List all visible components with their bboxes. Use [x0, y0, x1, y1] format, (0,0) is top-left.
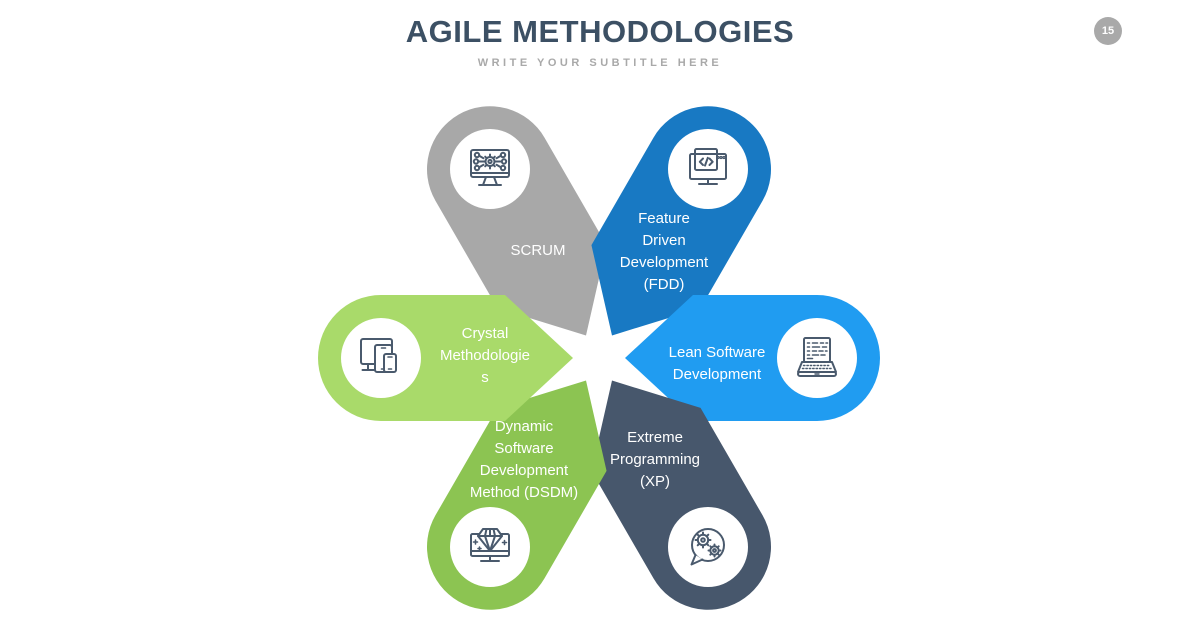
petal-label-scrum: SCRUM: [510, 242, 566, 259]
petal-label-fdd: Feature Driven Development (FDD): [619, 210, 709, 293]
chat-gears-icon: [690, 528, 725, 566]
page-number-badge: 15: [1094, 17, 1122, 45]
page-title: AGILE METHODOLOGIES: [405, 14, 795, 49]
icon-circle-lean: [777, 318, 857, 398]
code-window-icon: [689, 148, 727, 185]
diamond-screen-icon: [470, 528, 510, 562]
header: AGILE METHODOLOGIES WRITE YOUR SUBTITLE …: [0, 0, 1200, 69]
icon-circle-xp: [668, 507, 748, 587]
petal-label-lean: Lean Software Development: [668, 344, 766, 383]
page-subtitle: WRITE YOUR SUBTITLE HERE: [477, 57, 723, 69]
petal-label-xp: Extreme Programming (XP): [609, 429, 701, 490]
page-number: 15: [1101, 25, 1115, 37]
responsive-devices-icon: [360, 338, 397, 373]
petal-label-crystal: Crystal Methodologie s: [439, 325, 531, 386]
icon-circles: [341, 129, 857, 587]
monitor-gear-network-icon: [470, 149, 510, 186]
laptop-code-icon: [797, 337, 837, 377]
petal-label-dsdm: Dynamic Software Development Method (DSD…: [469, 418, 579, 501]
